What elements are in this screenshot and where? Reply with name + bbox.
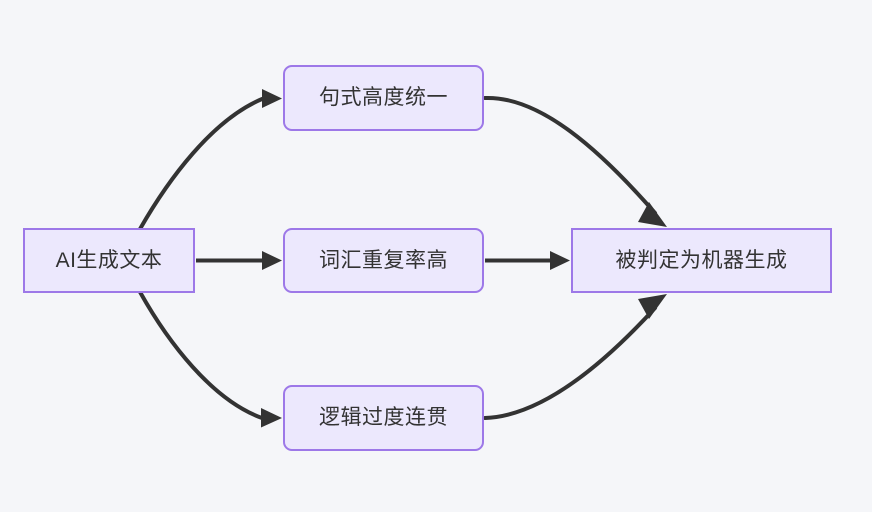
node-label: 逻辑过度连贯 [319, 406, 448, 430]
edge-feature-3-result [483, 294, 667, 420]
node-label: 句式高度统一 [319, 86, 448, 110]
node-overly-coherent-logic[interactable]: 逻辑过度连贯 [283, 385, 484, 451]
node-label: 被判定为机器生成 [615, 248, 788, 272]
edge-source-feature-1 [138, 89, 282, 231]
node-ai-generated-text[interactable]: AI生成文本 [23, 228, 195, 293]
node-label: AI生成文本 [55, 248, 163, 272]
edge-feature-2-result [485, 251, 570, 270]
edge-source-feature-2 [196, 251, 282, 270]
node-high-vocabulary-repetition[interactable]: 词汇重复率高 [283, 228, 484, 293]
node-label: 词汇重复率高 [319, 248, 448, 272]
edge-source-feature-3 [138, 290, 282, 428]
node-uniform-sentence-structure[interactable]: 句式高度统一 [283, 65, 484, 131]
edge-feature-1-result [483, 95, 667, 227]
node-judged-machine-generated[interactable]: 被判定为机器生成 [571, 228, 832, 293]
